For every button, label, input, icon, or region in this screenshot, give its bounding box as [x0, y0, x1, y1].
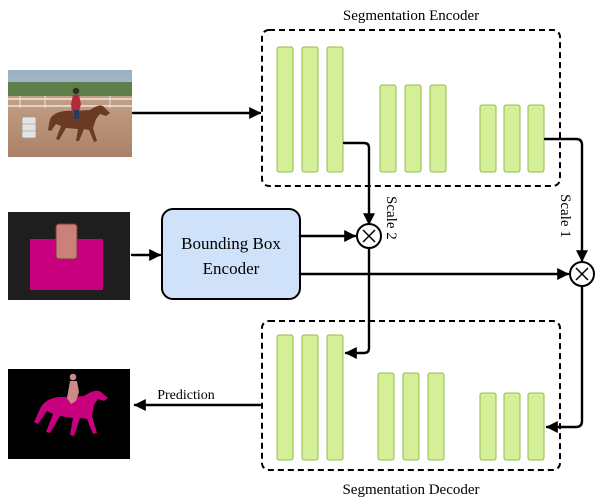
decoder-layer [402, 372, 420, 461]
encoder-layer [429, 84, 447, 173]
bounding-box-input-image [8, 212, 130, 300]
encoder-layer [527, 104, 545, 173]
encoder-layer [379, 84, 397, 173]
bounding-box-encoder [161, 208, 301, 300]
bbox-encoder-label-line1: Bounding Box [181, 234, 281, 253]
arrow-scale2-to-decoder [344, 247, 371, 359]
decoder-layer [503, 392, 521, 461]
encoder-layer [479, 104, 497, 173]
decoder-box [261, 320, 561, 471]
decoder-layers [276, 334, 545, 461]
arrow-encoder-to-scale1 [543, 137, 588, 263]
decoder-layer [479, 392, 497, 461]
scale2-label: Scale 2 [383, 196, 399, 240]
decoder-layer [276, 334, 294, 461]
person-box [55, 223, 78, 260]
prediction-output-image [8, 369, 130, 459]
encoder-layer [301, 46, 319, 173]
scale1-label: Scale 1 [557, 194, 573, 238]
connectors [130, 107, 588, 433]
decoder-layer [527, 392, 545, 461]
bbox-encoder-label-line2: Encoder [203, 259, 260, 278]
encoder-layer [326, 46, 344, 173]
encoder-layers [276, 46, 545, 173]
arrow-scale1-to-decoder [545, 284, 584, 433]
encoder-layer [404, 84, 422, 173]
decoder-layer [377, 372, 395, 461]
encoder-box [261, 29, 561, 187]
input-image [8, 70, 132, 157]
decoder-layer [427, 372, 445, 461]
multiply-node-scale1 [569, 261, 595, 287]
decoder-layer [301, 334, 319, 461]
arrow-encoder-to-scale2 [342, 141, 375, 226]
prediction-label: Prediction [157, 388, 215, 403]
decoder-title: Segmentation Decoder [342, 482, 479, 498]
encoder-layer [503, 104, 521, 173]
multiply-node-scale2 [356, 223, 382, 249]
decoder-layer [326, 334, 344, 461]
encoder-title: Segmentation Encoder [343, 8, 479, 24]
encoder-layer [276, 46, 294, 173]
